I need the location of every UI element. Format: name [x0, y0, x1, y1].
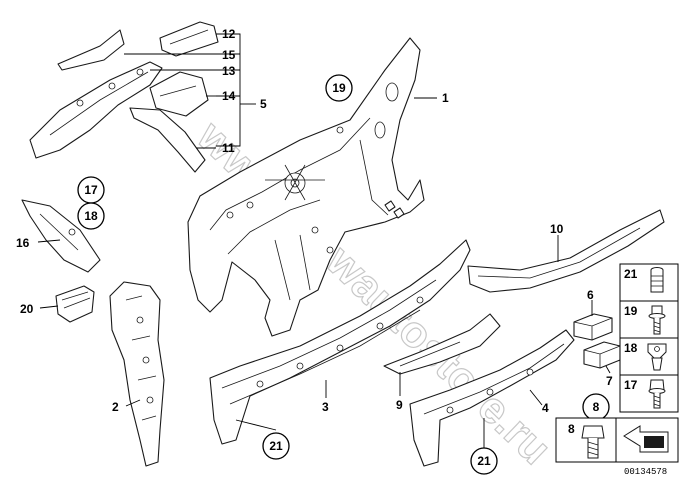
- legend-label-18: 18: [624, 341, 638, 355]
- legend-label-17: 17: [624, 378, 638, 392]
- circled-callout-19: 19: [325, 74, 353, 102]
- circled-callout-18: 18: [77, 202, 105, 230]
- part-side-panel: [187, 37, 425, 337]
- svg-text:17: 17: [84, 183, 98, 197]
- part-13-rail: [29, 61, 163, 159]
- callout-12: 12: [222, 27, 236, 41]
- arrow-symbol-icon: [623, 425, 669, 453]
- leader-lines: [37, 33, 611, 448]
- callout-9: 9: [396, 398, 403, 412]
- callout-1: 1: [442, 91, 449, 105]
- callout-16: 16: [16, 236, 30, 250]
- part-4-member: [409, 329, 575, 467]
- part-6-block: [573, 313, 613, 341]
- circled-callout-21-right: 21: [470, 447, 498, 475]
- callout-3: 3: [322, 400, 329, 414]
- callout-4: 4: [542, 401, 549, 415]
- part-9-reinforcement: [383, 313, 501, 375]
- callout-6: 6: [587, 288, 594, 302]
- part-2-pillar: [109, 281, 165, 467]
- callout-11: 11: [222, 141, 235, 155]
- svg-text:21: 21: [269, 439, 283, 453]
- callout-20: 20: [20, 302, 34, 316]
- legend-label-19: 19: [624, 304, 638, 318]
- svg-text:18: 18: [84, 209, 98, 223]
- part-11-brace: [129, 107, 206, 173]
- legend-label-8: 8: [568, 422, 575, 436]
- callout-14: 14: [222, 89, 236, 103]
- flange-bolt-icon: [648, 305, 666, 335]
- legend-label-21: 21: [624, 267, 638, 281]
- svg-text:21: 21: [477, 454, 491, 468]
- circled-callout-17: 17: [77, 176, 105, 204]
- svg-text:8: 8: [593, 400, 600, 414]
- expanding-nut-icon: [650, 267, 664, 293]
- part-12-bracket: [159, 21, 219, 57]
- callout-2: 2: [112, 400, 119, 414]
- circled-callout-8: 8: [582, 393, 610, 421]
- part-14-support: [149, 71, 209, 117]
- callout-13: 13: [222, 64, 236, 78]
- fastener-legend: 21 19 18 17 8: [555, 263, 679, 463]
- part-10-extension: [467, 209, 665, 293]
- part-20-bracket: [55, 285, 95, 323]
- document-id: 00134578: [624, 467, 667, 477]
- part-3-member: [209, 239, 471, 445]
- callout-5: 5: [260, 97, 267, 111]
- hex-bolt-large-icon: [581, 425, 605, 459]
- svg-text:19: 19: [332, 81, 346, 95]
- clip-nut-icon: [647, 343, 667, 371]
- circled-callout-21-left: 21: [262, 432, 290, 460]
- callout-10: 10: [550, 222, 564, 236]
- part-7-block: [583, 341, 621, 369]
- callout-7: 7: [606, 374, 613, 388]
- hex-bolt-icon: [648, 379, 666, 409]
- part-15-strip: [57, 29, 125, 71]
- callout-15: 15: [222, 48, 236, 62]
- part-16-panel: [21, 199, 101, 273]
